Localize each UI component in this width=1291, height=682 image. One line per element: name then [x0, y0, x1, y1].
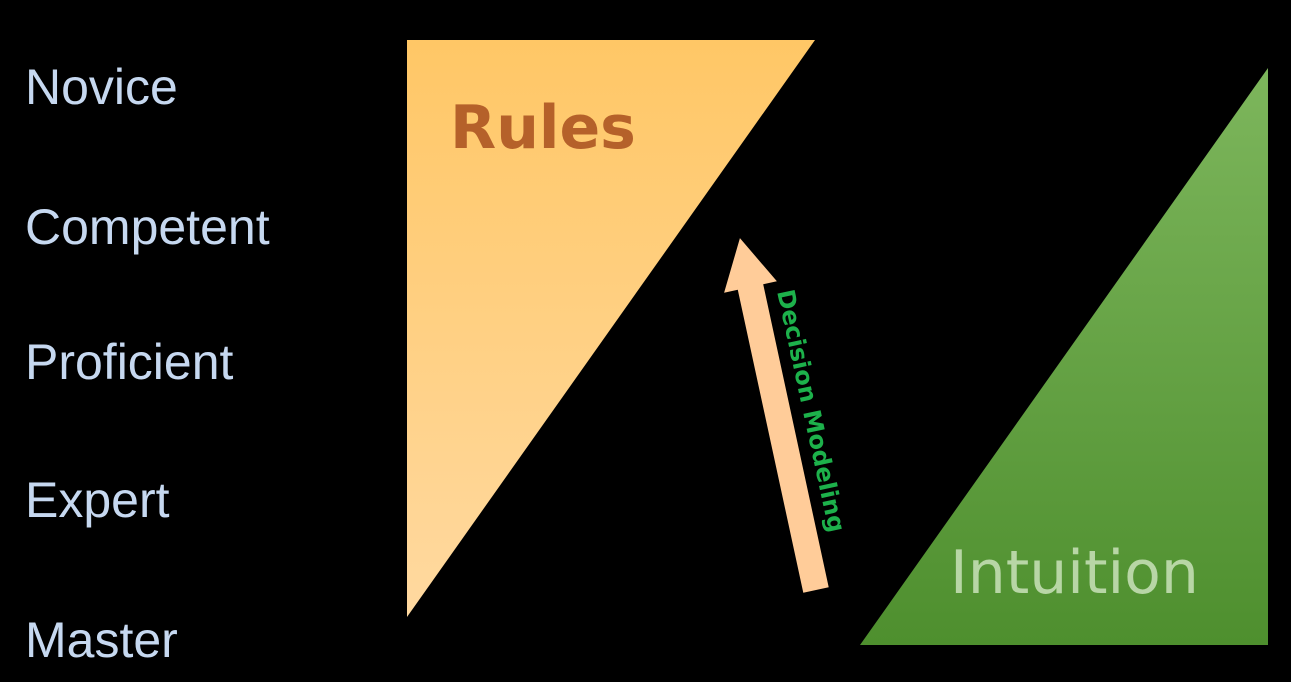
arrow-up-icon — [724, 238, 829, 593]
level-competent: Competent — [25, 199, 270, 255]
intuition-triangle — [860, 68, 1268, 645]
level-expert: Expert — [25, 472, 170, 528]
level-novice: Novice — [25, 59, 178, 115]
rules-label: Rules — [450, 93, 636, 163]
decision-modeling-arrow: Decision Modeling — [724, 238, 851, 593]
intuition-label: Intuition — [950, 538, 1199, 608]
rules-triangle — [407, 40, 815, 617]
level-master: Master — [25, 612, 178, 668]
level-proficient: Proficient — [25, 334, 234, 390]
